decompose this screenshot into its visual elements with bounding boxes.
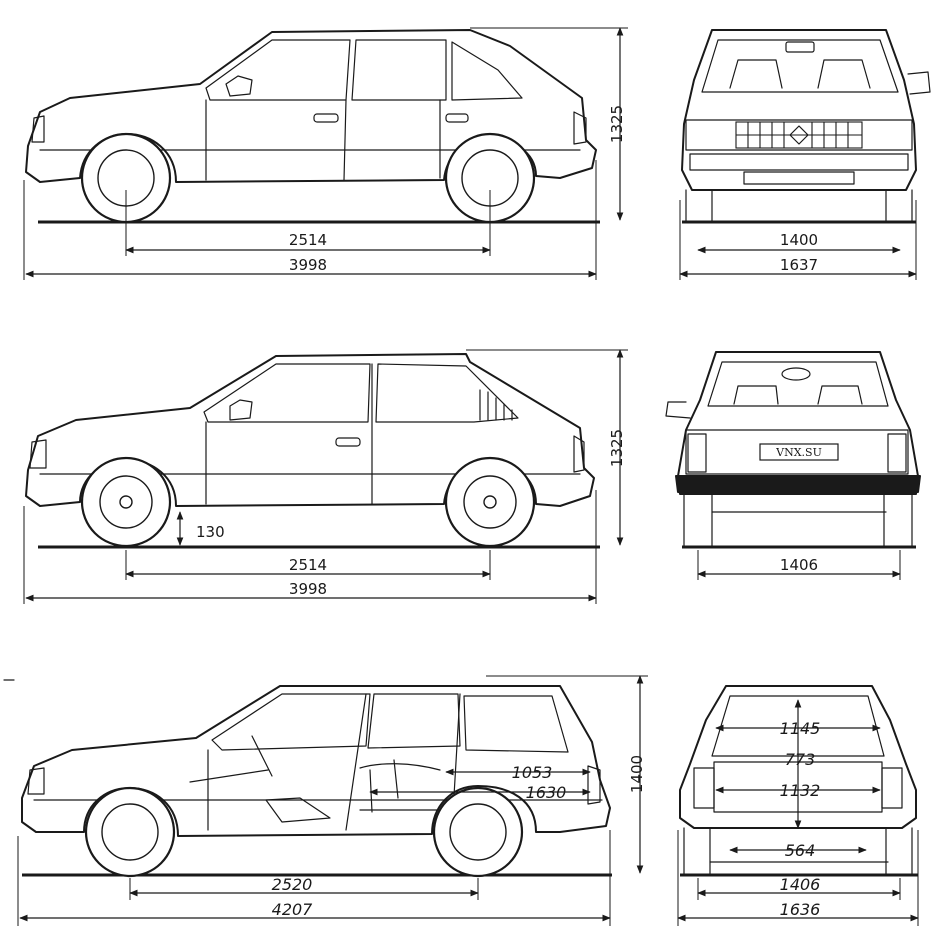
length-label-row2: 3998 bbox=[289, 580, 327, 598]
height-label-row2: 1325 bbox=[608, 429, 626, 467]
sill-width-label: 564 bbox=[785, 841, 816, 860]
front-view-5door bbox=[681, 29, 931, 224]
height-label-row1: 1325 bbox=[608, 105, 626, 143]
length-label-row3: 4207 bbox=[272, 900, 314, 919]
rear-view-estate bbox=[679, 685, 918, 877]
dimension-lines-row3 bbox=[17, 675, 648, 926]
license-plate bbox=[759, 443, 839, 461]
track-label-row2: 1406 bbox=[780, 556, 818, 574]
cargo-length-upper-label: 1053 bbox=[512, 763, 553, 782]
dimension-lines-row2 bbox=[23, 349, 628, 604]
rear-window-width-label: 1145 bbox=[780, 719, 821, 738]
side-view-estate bbox=[3, 679, 612, 878]
rear-view-3door bbox=[665, 351, 921, 549]
wheelbase-label-row1: 2514 bbox=[289, 231, 327, 249]
dimension-lines-front1 bbox=[679, 200, 917, 280]
cargo-length-lower-label: 1630 bbox=[526, 783, 567, 802]
license-plate-text: VNX.SU bbox=[775, 446, 822, 459]
height-label-row3: 1400 bbox=[628, 755, 646, 793]
dimension-lines-rear3 bbox=[677, 699, 919, 926]
dimension-lines-row1 bbox=[23, 27, 628, 280]
dimension-lines-rear2 bbox=[697, 550, 901, 580]
track-label-row1: 1400 bbox=[780, 231, 818, 249]
length-label-row1: 3998 bbox=[289, 256, 327, 274]
tailgate-height-label: 773 bbox=[785, 750, 816, 769]
width-label-row1: 1637 bbox=[780, 256, 818, 274]
wheelbase-label-row2: 2514 bbox=[289, 556, 327, 574]
width-label-row3: 1636 bbox=[780, 900, 821, 919]
track-label-row3: 1406 bbox=[780, 875, 821, 894]
ground-clearance-label: 130 bbox=[196, 523, 225, 541]
side-view-3door bbox=[25, 353, 600, 549]
opening-width-label: 1132 bbox=[780, 781, 821, 800]
side-view-5door bbox=[25, 29, 600, 224]
wheelbase-label-row3: 2520 bbox=[272, 875, 313, 894]
